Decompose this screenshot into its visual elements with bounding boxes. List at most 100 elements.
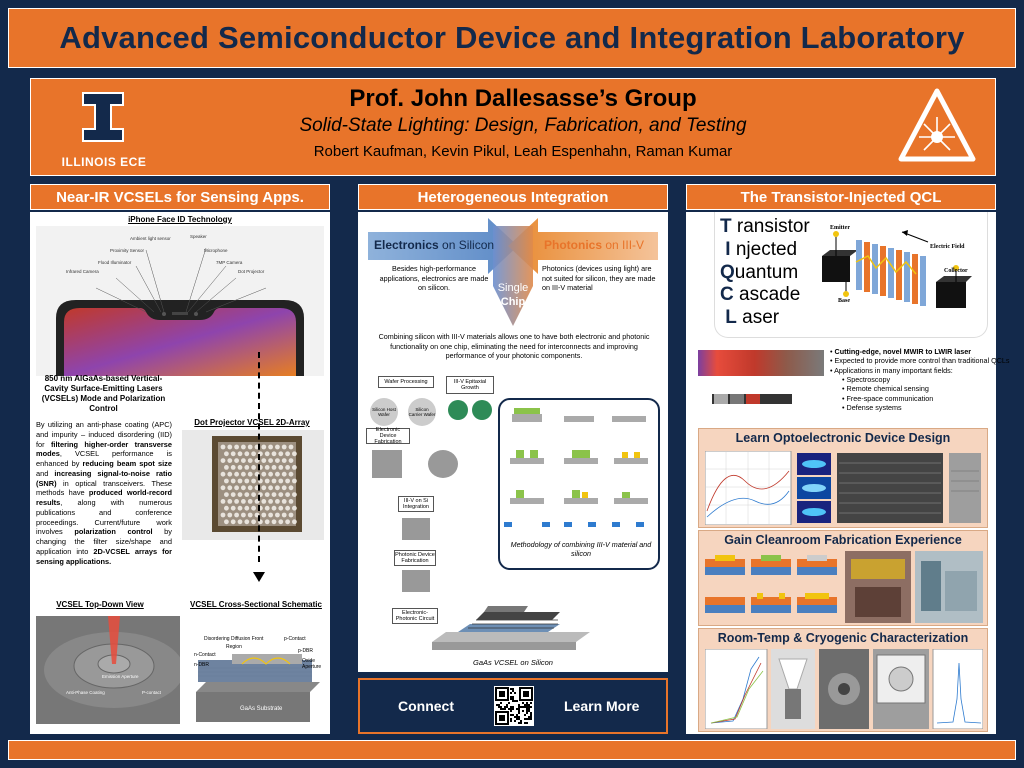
acronym-letter: Q [720,261,735,283]
iphone-label: Flood Illuminator [98,260,132,265]
diagram-label: Electric Field [930,244,965,250]
cross-label: n-Contact [194,652,216,658]
acronym-letter: I [725,238,731,260]
cross-section-caption: VCSEL Cross-Sectional Schematic [190,600,322,609]
iii-v-wafer [472,400,492,420]
iphone-label: Dot Projector [238,269,265,274]
flow-box: Electronic-Photonic Circuit [392,608,438,624]
acronym-word: ransistor [736,216,810,237]
diagram-label: Base [838,298,850,304]
group-subtitle: Solid-State Lighting: Design, Fabricatio… [299,115,747,136]
footer-bar [8,740,1016,760]
electronics-suffix: on Silicon [438,238,495,252]
dot-projector-image [182,430,324,540]
vcsel-description: By utilizing an anti-phase coating (APC)… [36,420,172,566]
cross-label: GaAs Substrate [240,706,283,712]
spectrum-image [698,350,824,404]
gaas-vcsel-image [432,606,590,650]
iphone-label: Ambient light sensor [130,236,171,241]
topdown-caption: VCSEL Top-Down View [56,600,144,609]
learn-more-link[interactable]: Learn More [564,698,640,714]
vcsel-text-run: increasing signal-to-noise ratio (SNR) [36,468,172,488]
qcl-box [714,212,988,338]
iphone-label: Microphone [204,248,228,253]
bullet-item: Defense systems [846,403,902,413]
topdown-label: Anti-Phase Coating [66,690,105,695]
iphone-label: Speaker [190,234,207,239]
group-name: Prof. John Dallesasse’s Group [349,85,697,112]
electronics-text: Besides high-performance applications, e… [379,264,489,293]
laser-warning-icon [898,88,976,162]
arrow-down-icon [253,572,265,582]
connect-link[interactable]: Connect [398,698,454,714]
vcsel-heading: 850 nm AlGaAs-based Vertical-Cavity Surf… [41,374,166,413]
vcsel-topdown-image [36,616,180,724]
iphone-label: Proximity Sensor [110,248,145,253]
author-list: Robert Kaufman, Kevin Pikul, Leah Espenh… [313,143,733,160]
vcsel-panel: iPhone Face ID Technology Ambient light … [30,212,330,734]
design-title: Learn Optoelectronic Device Design [735,431,951,445]
methodology-caption: Methodology of combining III-V material … [510,540,652,559]
illinois-logo: ILLINOIS ECE [49,87,159,169]
fabrication-title: Gain Cleanroom Fabrication Experience [724,533,962,547]
bullet-item: Free-space communication [846,393,934,403]
flow-chip [428,450,458,478]
block-i-icon [82,92,124,142]
electronics-label: Electronics [374,238,439,252]
topdown-label: P-contact [142,690,162,695]
flow-box: III-V Epitaxial Growth [446,376,494,394]
vcsel-text-run: By utilizing an anti-phase coating (APC)… [36,420,172,449]
vcsel-text-run: , along with numerous publications and c… [36,498,172,537]
qcl-diagram [822,230,972,308]
cross-label: n-DBR [194,662,210,668]
iphone-faceid-image [36,226,324,376]
photonics-text: Photonics (devices using light) are not … [542,264,656,293]
flow-box: Wafer Processing [378,376,434,388]
bullet-item: Applications in many important fields: [834,365,953,375]
iphone-label: Infrared Camera [66,269,99,274]
logo-text: ILLINOIS ECE [61,155,147,169]
combine-text: Combining silicon with III-V materials a… [378,332,650,361]
qr-code-icon[interactable] [494,686,534,726]
cross-label: p-DBR [298,648,314,654]
flow-chip [372,450,402,478]
connect-bar: Connect Learn More [358,678,668,734]
iphone-caption: iPhone Face ID Technology [128,215,232,224]
cross-label: Disordering Diffusion Front [204,636,264,642]
photonics-suffix: on III-V [602,238,645,252]
bullet-item: Remote chemical sensing [846,384,929,394]
lab-title: Advanced Semiconductor Device and Integr… [59,20,965,55]
flow-wafer: Silicon Host Wafer [370,398,398,426]
vcsel-text-run: in optical transceivers. These methods h… [36,478,172,498]
flow-box: Electronic Device Fabrication [366,427,410,445]
bullet-item: Cutting-edge, novel MWIR to LWIR laser [834,347,972,356]
gaas-caption: GaAs VCSEL on Silicon [473,658,553,667]
lab-title-bar: Advanced Semiconductor Device and Integr… [8,8,1016,68]
vcsel-text-run: by changing the filter size/shape and ap… [36,527,172,556]
vcsel-text-run: , VCSEL performance is enhanced by [36,449,172,469]
diagram-label: Emitter [830,225,850,231]
design-simulation-images [705,451,981,525]
methodology-steps-image [504,408,648,527]
vcsel-text-run: filtering higher-order transverse modes [36,439,173,459]
methodology-box: Methodology of combining III-V material … [498,398,660,570]
flow-wafer: Silicon Carrier Wafer [408,398,436,426]
qcl-acronym: T ransistor I njected Quantum C ascade L… [720,216,810,330]
characterization-title: Room-Temp & Cryogenic Characterization [717,631,969,645]
bullet-item: Expected to provide more control than tr… [834,356,1010,366]
group-header: ILLINOIS ECE Prof. John Dallesasse’s Gro… [30,78,996,176]
fabrication-images [705,551,983,623]
flow-box: Photonic Device Fabrication [394,550,436,566]
design-subpanel: Learn Optoelectronic Device Design [698,428,988,528]
cross-label: Region [226,644,242,650]
topdown-label: Emission Aperture [102,674,139,679]
vcsel-text-run: and [36,468,55,478]
acronym-word: njected [735,238,798,260]
dot-projector-caption: Dot Projector VCSEL 2D-Array [194,418,310,427]
fabrication-subpanel: Gain Cleanroom Fabrication Experience [698,530,988,626]
acronym-word: uantum [734,261,799,283]
vcsel-text-run: polarization control [74,527,153,537]
iphone-label: 7MP Camera [216,260,243,265]
bullet-item: Spectroscopy [846,375,891,385]
single-label: Single [497,282,529,294]
